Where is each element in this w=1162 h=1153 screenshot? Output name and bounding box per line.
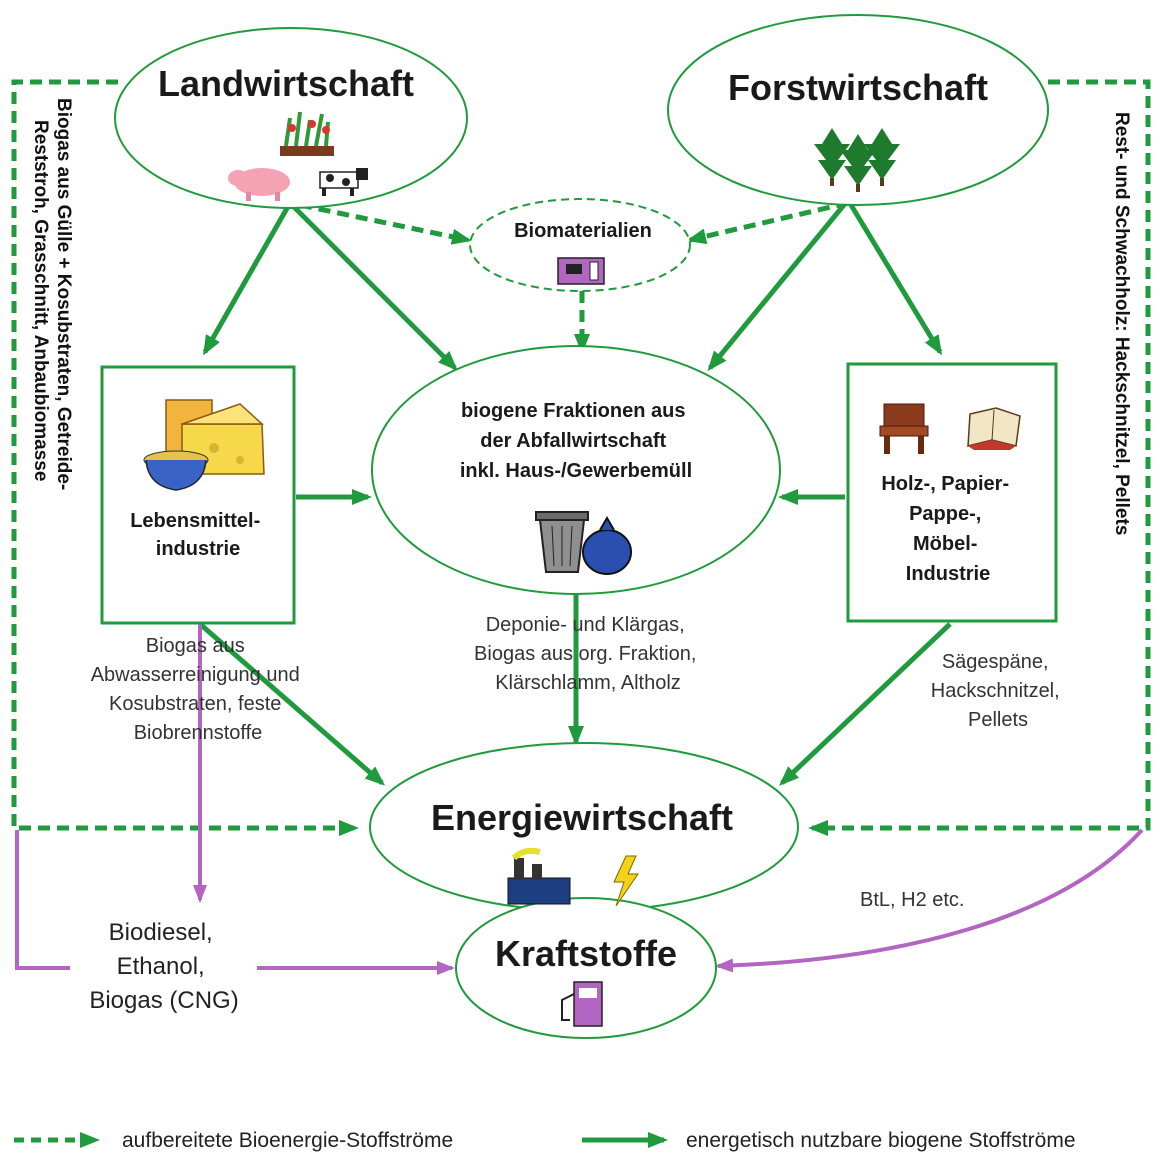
abfall-node bbox=[371, 345, 781, 595]
cheese-bowl-icon bbox=[143, 399, 265, 491]
book-icon bbox=[967, 407, 1021, 450]
landwirtschaft-label: Landwirtschaft bbox=[158, 63, 414, 104]
lightning-icon bbox=[613, 855, 639, 907]
flow-holz-energie bbox=[779, 622, 952, 786]
trees-icon bbox=[814, 128, 900, 192]
flow-forst-abfall bbox=[707, 198, 850, 372]
legend: aufbereitete Bioenergie-Stoffströme ener… bbox=[14, 1129, 1076, 1152]
flow-land-lebensmittel bbox=[202, 201, 293, 356]
flow-btl-kraftstoffe bbox=[715, 828, 1144, 973]
kraftstoffe-label: Kraftstoffe bbox=[495, 933, 677, 974]
lebensmittel-label: Lebensmittel- industrie bbox=[130, 510, 266, 560]
fuels-label: Biodiesel, Ethanol, Biogas (CNG) bbox=[89, 919, 238, 1014]
flow-left-side-fuels bbox=[15, 830, 70, 970]
flow-land-biomaterialien bbox=[299, 202, 472, 245]
flow-forst-holz bbox=[845, 198, 943, 356]
center-gas-label: Deponie- und Klärgas, Biogas aus org. Fr… bbox=[474, 614, 702, 694]
trash-bin-icon bbox=[535, 511, 589, 573]
landwirtschaft-node bbox=[114, 27, 468, 209]
flow-forst-biomaterialien bbox=[686, 200, 849, 245]
chair-icon bbox=[879, 403, 929, 454]
purple-flows bbox=[15, 622, 1144, 975]
energie-label: Energiewirtschaft bbox=[431, 797, 733, 838]
dashed-flows bbox=[299, 200, 849, 354]
crops-icon bbox=[280, 111, 334, 156]
biomaterialien-node bbox=[469, 198, 691, 292]
side-left-label-1: Biogas aus Gülle + Kosubstraten, Getreid… bbox=[53, 98, 74, 490]
legend-dashed-label: aufbereitete Bioenergie-Stoffströme bbox=[122, 1129, 453, 1152]
biomaterial-machine-icon bbox=[557, 257, 605, 285]
power-plant-icon bbox=[507, 847, 571, 905]
outer-dashed-frame bbox=[11, 79, 1151, 836]
btl-label: BtL, H2 etc. bbox=[860, 889, 965, 911]
forstwirtschaft-node bbox=[667, 14, 1049, 206]
forstwirtschaft-label: Forstwirtschaft bbox=[728, 67, 988, 108]
side-right-label: Rest- und Schwachholz: Hackschnitzel, Pe… bbox=[1111, 112, 1132, 535]
garbage-bag-icon bbox=[582, 516, 632, 575]
legend-solid-label: energetisch nutzbare biogene Stoffströme bbox=[686, 1129, 1076, 1152]
left-biogas-label: Biogas aus Abwasserreinigung und Kosubst… bbox=[91, 635, 306, 744]
solid-flows bbox=[198, 198, 952, 786]
holz-node bbox=[846, 362, 1058, 623]
cow-icon bbox=[319, 168, 368, 196]
biomaterialien-label: Biomaterialien bbox=[514, 220, 652, 242]
pig-icon bbox=[228, 168, 290, 201]
abfall-label: biogene Fraktionen aus der Abfallwirtsch… bbox=[460, 400, 692, 482]
fuel-pump-icon bbox=[561, 981, 603, 1027]
flow-lebensmittel-energie bbox=[198, 622, 386, 786]
side-left-label-2: Reststroh, Grasschnitt, Anbaubiomasse bbox=[30, 120, 51, 481]
flow-land-abfall bbox=[288, 201, 458, 371]
kraftstoffe-node bbox=[455, 897, 717, 1039]
right-wood-label: Sägespäne, Hackschnitzel, Pellets bbox=[931, 651, 1066, 731]
holz-label: Holz-, Papier- Pappe-, Möbel- Industrie bbox=[881, 473, 1014, 585]
